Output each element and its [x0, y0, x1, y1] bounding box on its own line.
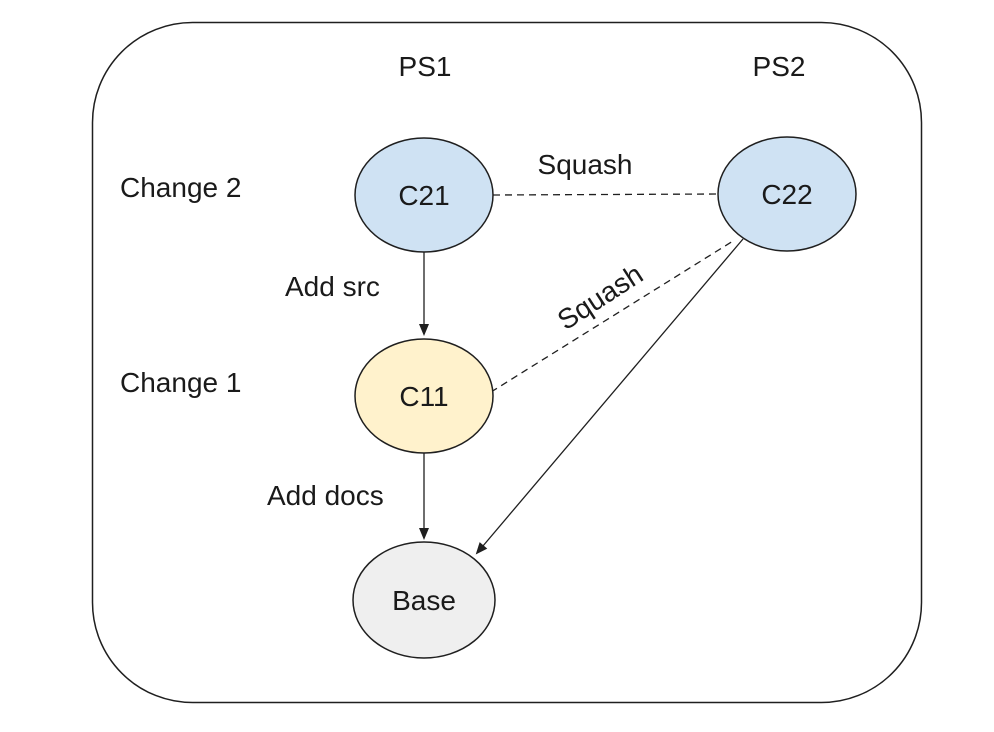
edge-c21-c22-squash — [492, 193, 719, 196]
node-c22-circle — [717, 136, 857, 252]
row-header-change-1: Change 1 — [120, 367, 241, 398]
diagram-border — [91, 21, 923, 704]
node-c11-circle — [354, 338, 494, 454]
node-c21-circle — [354, 137, 494, 253]
node-base-circle — [352, 541, 496, 659]
edge-c11-c22-squash — [490, 240, 734, 393]
node-c11: C11 — [354, 338, 494, 454]
node-c21: C21 — [354, 137, 494, 253]
column-header-ps1: PS1 — [399, 51, 452, 82]
node-c11-label: C11 — [399, 381, 448, 412]
edge-label-add-src: Add src — [285, 271, 380, 302]
node-c21-label: C21 — [398, 180, 449, 211]
node-base-label: Base — [392, 585, 456, 616]
column-header-ps2: PS2 — [753, 51, 806, 82]
node-c22-label: C22 — [761, 179, 812, 210]
edge-label-add-docs: Add docs — [267, 480, 384, 511]
edge-label-squash-diagonal: Squash — [552, 258, 649, 336]
row-header-change-2: Change 2 — [120, 172, 241, 203]
edge-c22-to-base — [475, 238, 744, 555]
edge-label-squash-horizontal: Squash — [538, 149, 633, 180]
node-c22: C22 — [717, 136, 857, 252]
node-base: Base — [352, 541, 496, 659]
